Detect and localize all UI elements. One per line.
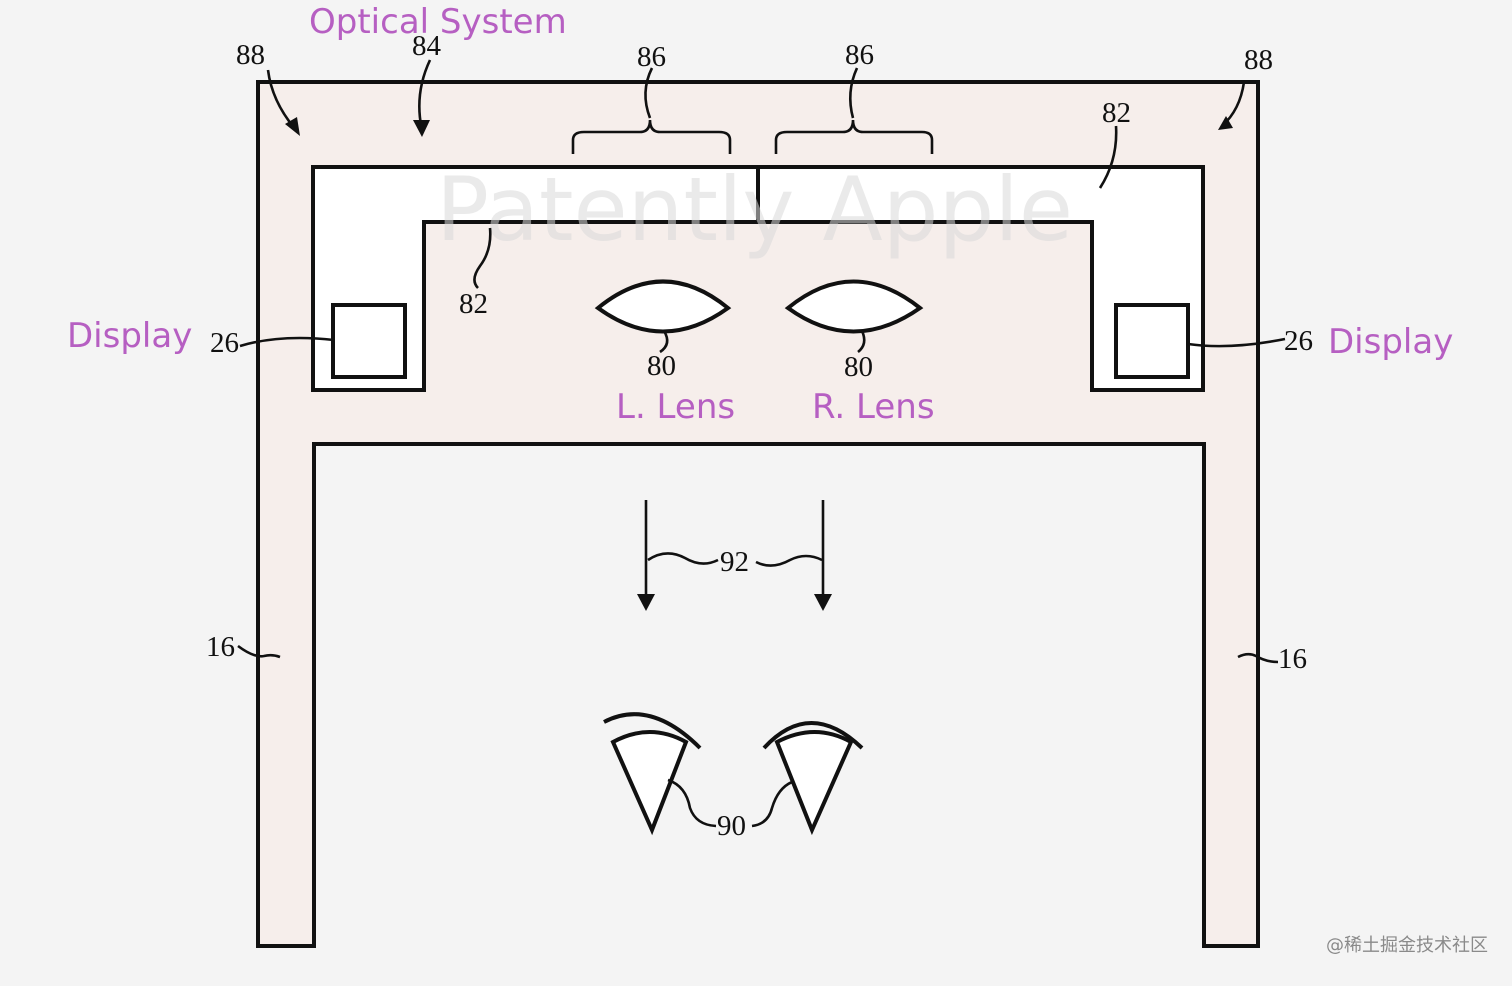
ref-80-left: 80	[647, 350, 676, 382]
ref-84: 84	[412, 30, 442, 62]
left-eye-cornea	[603, 712, 702, 750]
right-lens-label: R. Lens	[812, 387, 935, 427]
housing-frame	[256, 80, 1260, 948]
ref-16-left: 16	[206, 631, 235, 663]
left-viewing-arrowhead	[637, 594, 655, 611]
right-88-arrowhead	[1218, 116, 1233, 130]
ref-92: 92	[720, 546, 749, 578]
ref-88-left: 88	[236, 39, 265, 71]
optical-system-label: Optical System	[309, 2, 567, 42]
left-88-arrowhead	[285, 117, 300, 136]
ref-82-right: 82	[1102, 97, 1131, 129]
92-leader-right	[755, 554, 823, 567]
ref-86-right: 86	[845, 39, 874, 71]
right-lens-shape	[784, 279, 924, 334]
right-82-leader	[1098, 125, 1118, 189]
right-bracket-86	[774, 119, 934, 154]
left-lens-label: L. Lens	[616, 387, 735, 427]
left-86-leader	[644, 67, 654, 119]
right-viewing-arrowhead	[814, 594, 832, 611]
image-credit: @稀土掘金技术社区	[1326, 935, 1488, 956]
90-leader-left	[667, 778, 717, 828]
left-80-leader	[659, 330, 669, 354]
84-arrowhead	[413, 120, 430, 137]
right-eye-shape	[774, 730, 854, 836]
right-26-leader	[1187, 337, 1286, 348]
ref-90: 90	[717, 810, 746, 842]
ref-86-left: 86	[637, 41, 666, 73]
left-16-leader	[237, 644, 281, 659]
ref-80-right: 80	[844, 351, 873, 383]
right-80-leader	[857, 330, 866, 354]
90-leader-right	[751, 780, 793, 828]
left-bracket-86	[571, 119, 732, 154]
watermark-text: Patently Apple	[436, 158, 1073, 261]
ref-26-left: 26	[210, 327, 239, 359]
left-lens-shape	[594, 279, 732, 334]
ref-26-right: 26	[1284, 325, 1313, 357]
right-eye-cornea	[762, 721, 864, 750]
right-16-leader	[1237, 652, 1279, 664]
ref-16-right: 16	[1278, 643, 1307, 675]
ref-88-right: 88	[1244, 44, 1273, 76]
right-86-leader	[848, 67, 859, 119]
left-display-box	[331, 303, 407, 379]
left-26-leader	[239, 336, 335, 348]
left-eye-shape	[610, 730, 689, 836]
display-right-label: Display	[1328, 322, 1453, 362]
ref-82-inner: 82	[459, 288, 488, 320]
right-display-box	[1114, 303, 1190, 379]
92-leader-left	[647, 552, 719, 565]
inner-82-leader	[473, 227, 492, 289]
display-left-label: Display	[67, 316, 192, 356]
